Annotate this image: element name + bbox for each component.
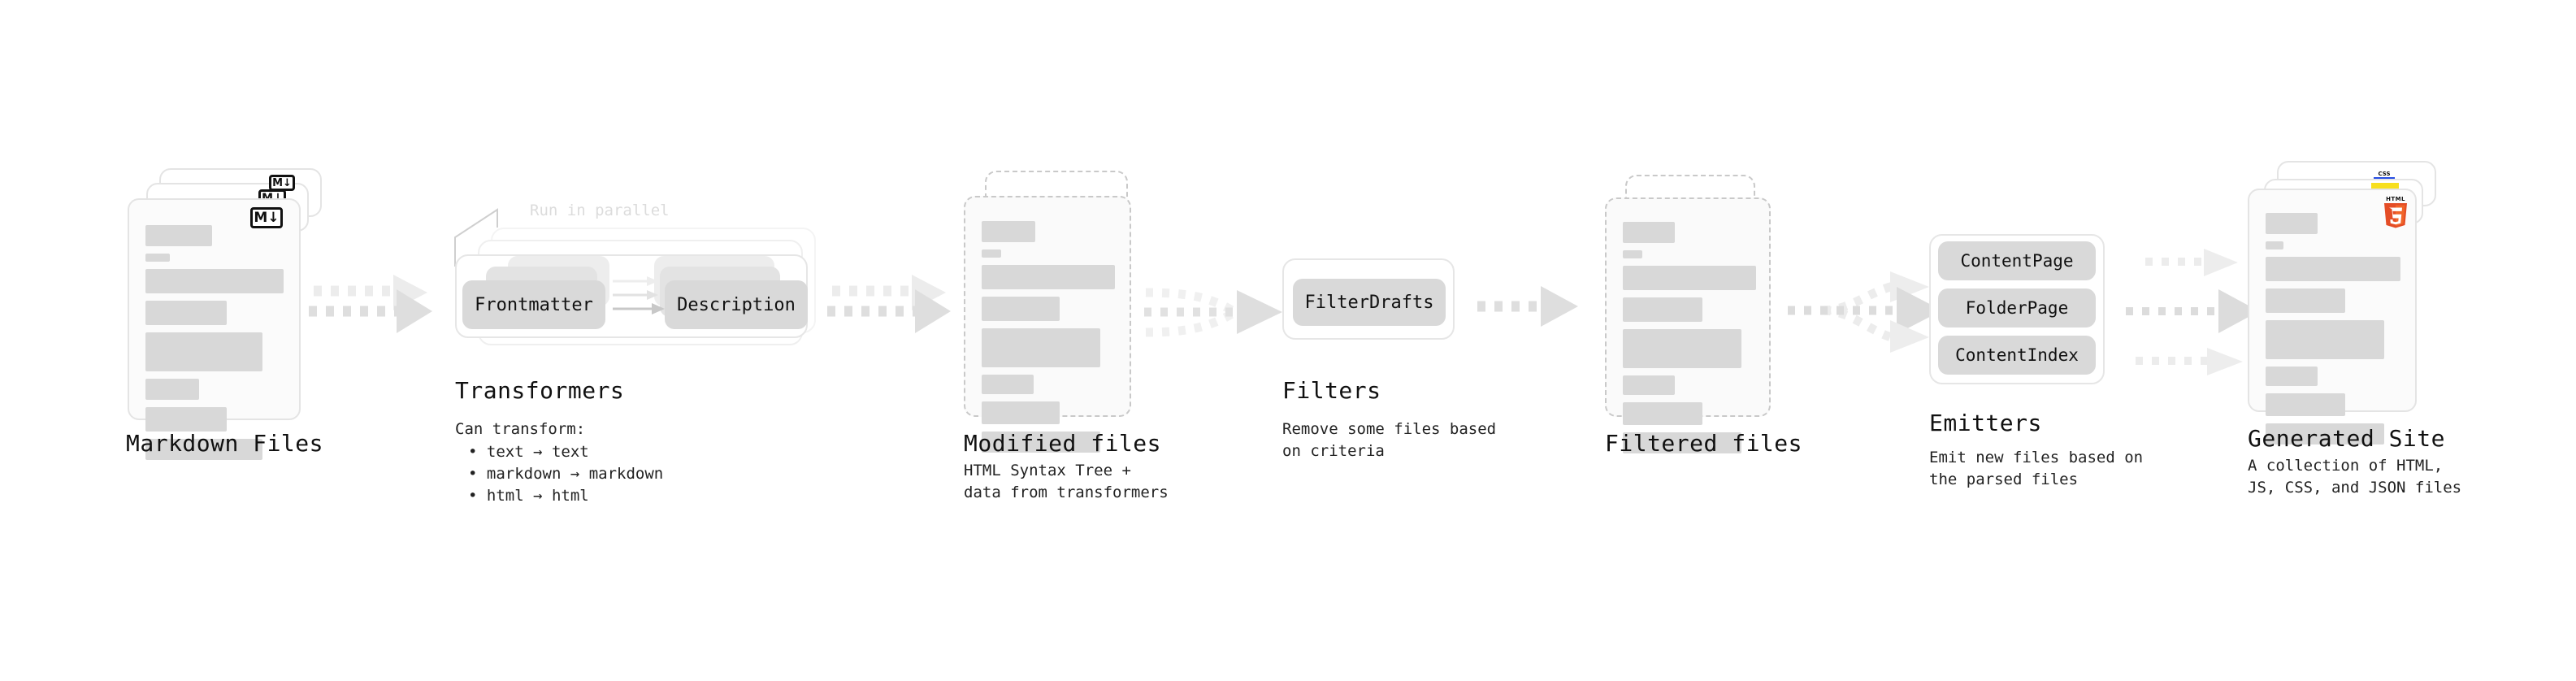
html5-icon: HTML [2381,194,2410,228]
content-bar [2266,257,2400,281]
emitter-chip-folderpage[interactable]: FolderPage [1938,288,2096,327]
content-bar [2266,423,2384,445]
connector-filters-to-filtered [1477,286,1578,327]
stage-desc-emitters: Emit new files based on the parsed files [1929,449,2144,488]
connector-md-to-transformers [309,275,432,333]
markdown-icon: M↓ [250,207,283,228]
stage-desc-modified-files: HTML Syntax Tree + data from transformer… [964,462,1169,501]
run-in-parallel-bracket [454,208,498,267]
generated-file-content [2266,213,2404,452]
stage-desc-filters: Remove some files based on criteria [1282,420,1497,460]
stage-title-generated-site: Generated Site [2248,425,2446,452]
content-bar [1623,329,1741,368]
stage-title-markdown-files: Markdown Files [126,430,324,457]
transformer-chip-description[interactable]: Description [665,280,808,329]
emitter-chip-contentindex[interactable]: ContentIndex [1938,336,2096,375]
content-bar [145,225,212,246]
connector-transformers-to-modified [827,275,951,333]
content-bar [2266,213,2318,234]
content-bar [2266,393,2345,416]
connector-emitters-to-site [2126,249,2259,375]
content-bar [982,221,1035,242]
stage-title-transformers: Transformers [455,377,625,404]
content-bar [2266,320,2384,359]
content-bar [145,301,227,325]
markdown-icon-back-2: M↓ [269,175,295,191]
content-bar [1623,222,1675,243]
stage-desc-transformers: Can transform: [455,420,586,438]
transformers-bullet-0: • text → text [468,443,589,461]
transformer-chip-frontmatter[interactable]: Frontmatter [462,280,605,329]
svg-text:HTML: HTML [2386,196,2405,202]
filtered-file-content [1623,222,1761,461]
run-in-parallel-label: Run in parallel [530,202,670,219]
content-bar [1623,250,1642,258]
content-bar [982,328,1100,367]
content-bar [1623,375,1675,395]
filter-chip-filterdrafts[interactable]: FilterDrafts [1293,279,1446,326]
content-bar [145,407,227,432]
content-bar [982,401,1060,424]
stage-title-filters: Filters [1282,377,1381,404]
content-bar [982,265,1115,289]
content-bar [1623,432,1741,453]
content-bar [2266,367,2318,386]
content-bar [982,297,1060,321]
content-bar [145,379,199,400]
transformer-inner-arrows [613,276,665,314]
content-bar [2266,288,2345,313]
stage-title-emitters: Emitters [1929,410,2042,436]
transformers-bullet-2: • html → html [468,487,589,505]
content-bar [982,375,1034,394]
stage-title-filtered-files: Filtered files [1605,430,1803,457]
svg-text:CSS: CSS [2378,171,2390,177]
content-bar [145,439,262,460]
modified-file-content [982,221,1120,460]
transformers-bullet-1: • markdown → markdown [468,465,664,483]
connector-modified-to-filters [1144,288,1282,337]
stage-title-modified-files: Modified files [964,430,1162,457]
connector-filtered-to-emitters [1788,271,1942,353]
stage-desc-generated-site: A collection of HTML, JS, CSS, and JSON … [2248,457,2462,497]
content-bar [1623,297,1702,322]
content-bar [982,249,1001,258]
markdown-file-content [145,225,284,467]
content-bar [145,269,284,293]
content-bar [982,432,1100,453]
emitter-chip-contentpage[interactable]: ContentPage [1938,241,2096,280]
content-bar [1623,266,1756,290]
content-bar [145,332,262,371]
content-bar [1623,402,1702,425]
content-bar [2266,241,2283,249]
content-bar [145,254,170,262]
